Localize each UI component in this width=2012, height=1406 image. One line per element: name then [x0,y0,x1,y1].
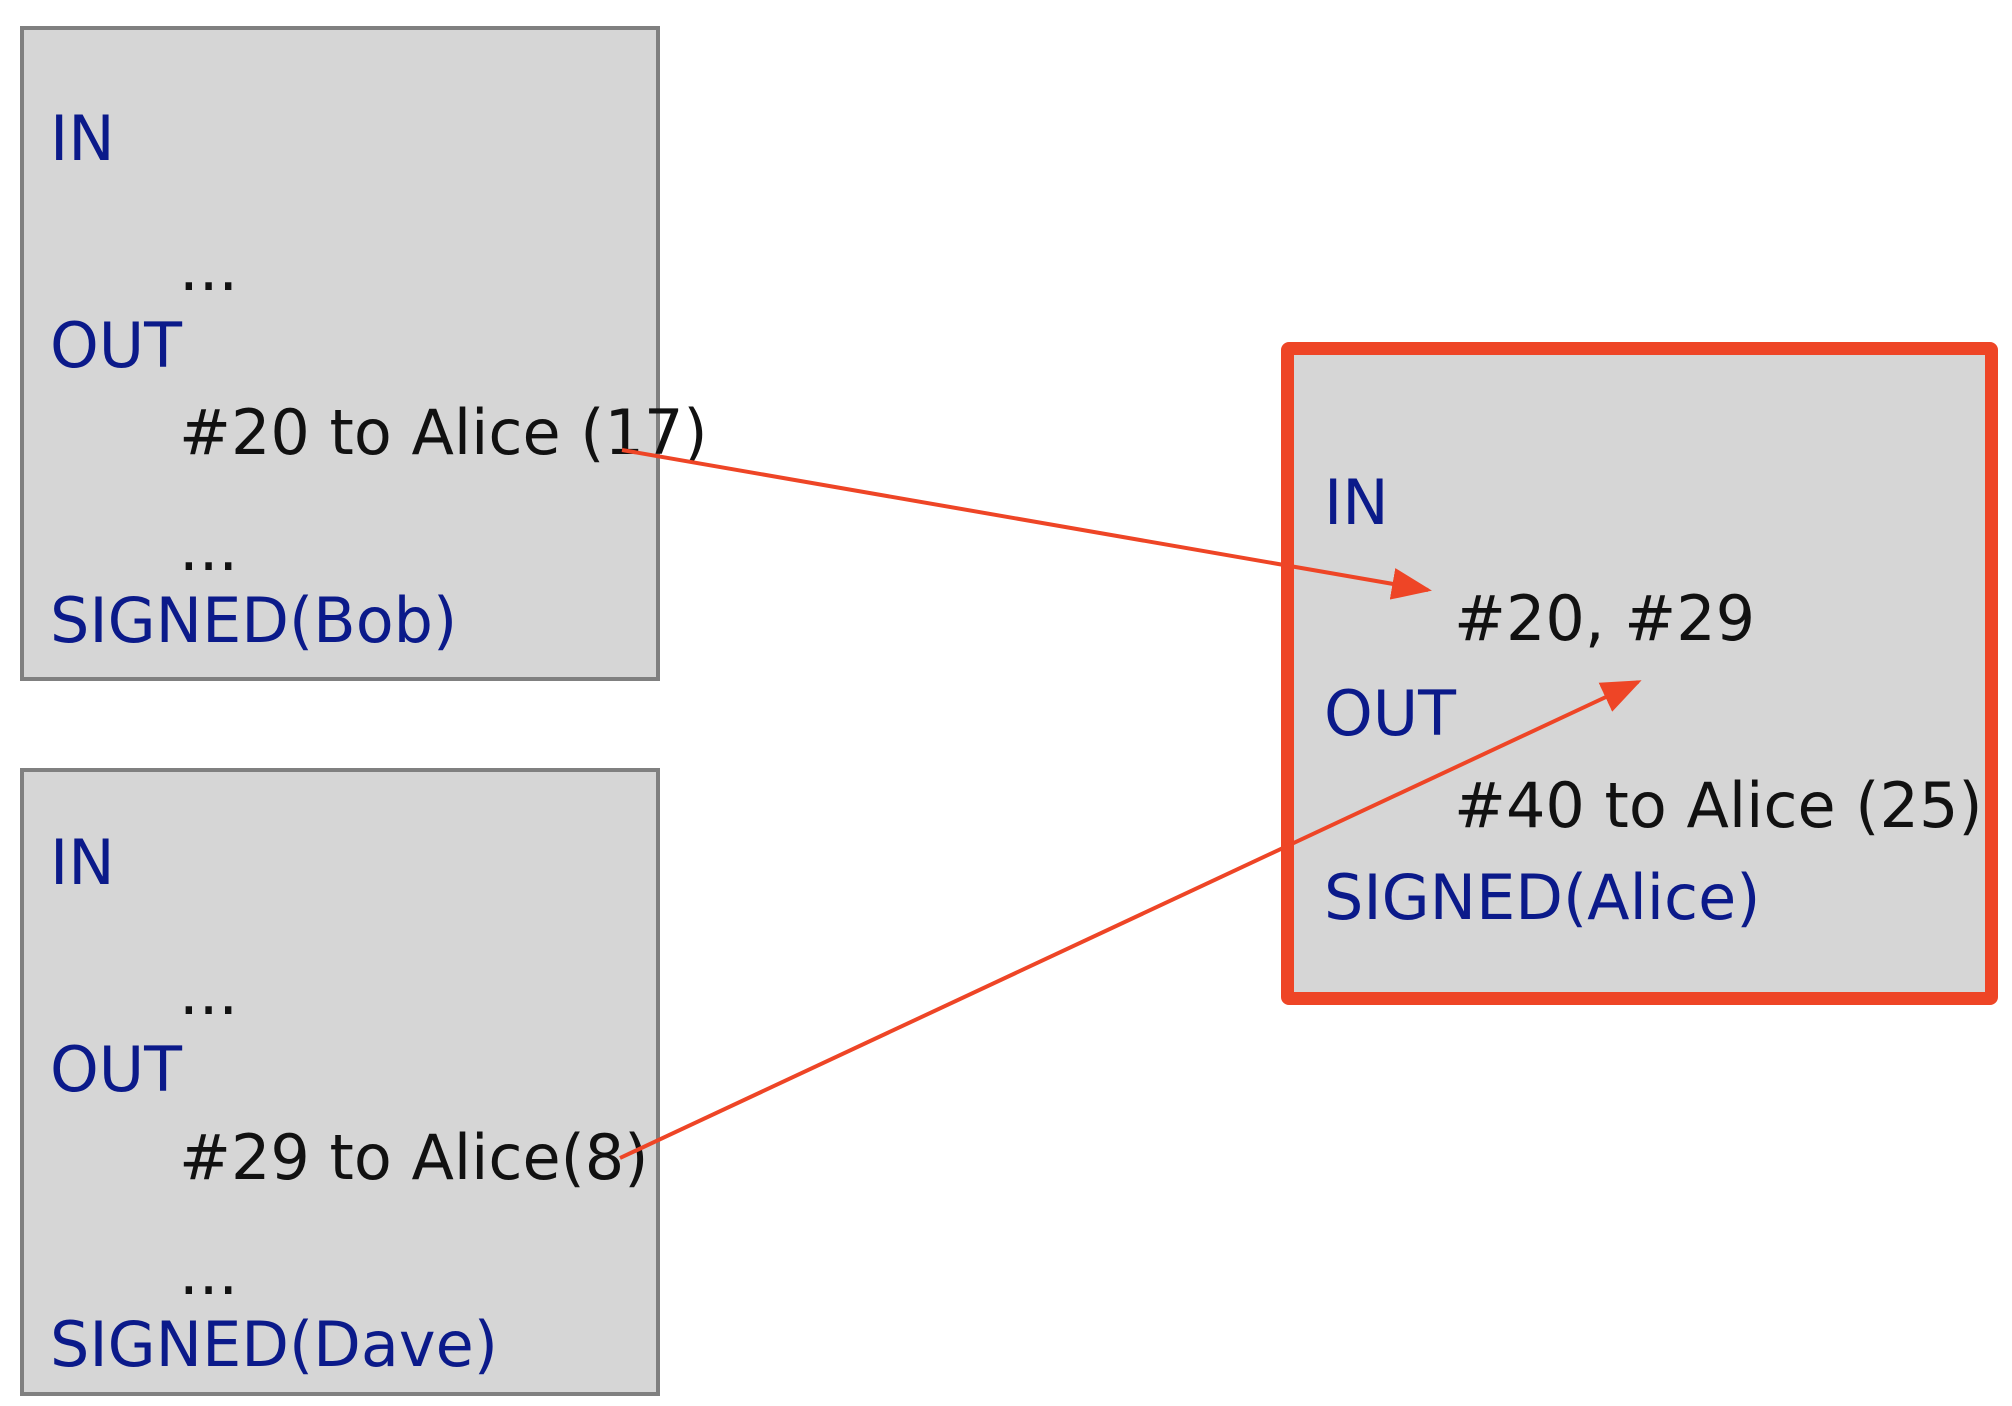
out-label: OUT [50,309,183,382]
out-label: OUT [1324,677,1457,750]
transaction-box-bob: IN ... OUT #20 to Alice (17) ... SIGNED(… [20,26,708,681]
in-label: IN [1324,466,1389,539]
transaction-box-alice: IN #20, #29 OUT #40 to Alice (25) SIGNED… [1281,342,1998,1005]
output-line: #29 to Alice(8) [179,1121,649,1194]
in-label: IN [50,826,115,899]
in-value: ... [179,956,239,1029]
out-label: OUT [50,1033,183,1106]
output-line: ... [179,512,239,585]
in-label: IN [50,102,115,175]
signature-label: SIGNED(Alice) [1324,861,1761,934]
output-line: #40 to Alice (25) [1454,769,1983,842]
transaction-box-dave: IN ... OUT #29 to Alice(8) ... SIGNED(Da… [20,768,660,1396]
output-line: ... [179,1236,239,1309]
signature-label: SIGNED(Bob) [50,584,458,657]
output-line: #20 to Alice (17) [179,396,708,469]
signature-label: SIGNED(Dave) [50,1308,498,1381]
in-value: ... [179,232,239,305]
in-value: #20, #29 [1454,582,1756,655]
